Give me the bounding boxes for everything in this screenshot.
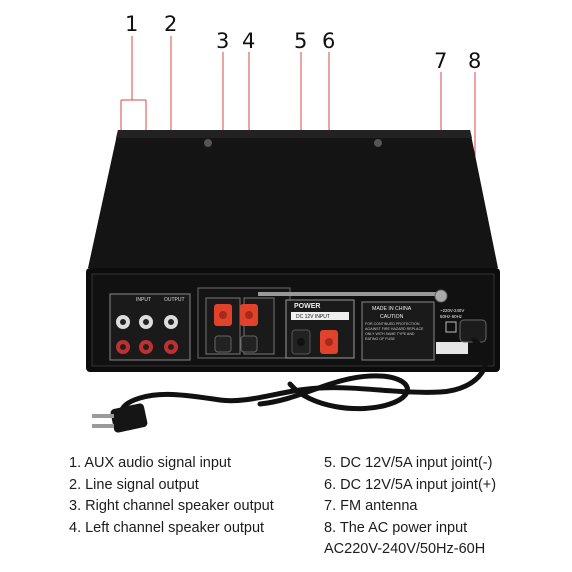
- legend-item: 3. Right channel speaker output: [69, 498, 274, 514]
- rca-jack-panel: INPUT OUTPUT: [109, 293, 191, 361]
- legend-right: 5. DC 12V/5A input joint(-) 6. DC 12V/5A…: [324, 453, 496, 561]
- callout-1: 1: [125, 12, 139, 36]
- legend-item: 2. Line signal output: [69, 476, 199, 493]
- legend-left: 1. AUX audio signal input 2. Line signal…: [69, 453, 274, 539]
- caution-line: AGAINST FIRE HAZARD REPLACE: [365, 327, 424, 331]
- voltage-label: 50Hz-60Hz: [440, 314, 462, 319]
- callout-4: 4: [242, 29, 256, 53]
- callout-7: 7: [434, 49, 448, 73]
- rca-jacks: [116, 315, 178, 354]
- legend-item: 5. DC 12V/5A input joint(-): [324, 455, 493, 471]
- speaker-terminals: [205, 297, 275, 355]
- callout-3: 3: [216, 29, 230, 53]
- callout-8: 8: [468, 49, 482, 73]
- caution-title: CAUTION: [380, 314, 404, 320]
- output-label: OUTPUT: [164, 297, 185, 303]
- legend-item: AC220V-240V/50Hz-60H: [324, 541, 486, 557]
- made-in-label: MADE IN CHINA: [372, 306, 412, 312]
- legend-item: 4. Left channel speaker output: [69, 519, 265, 536]
- antenna: [258, 292, 444, 296]
- legend-item: 1. AUX audio signal input: [69, 455, 232, 471]
- input-label: INPUT: [136, 297, 151, 303]
- caution-line: ONLY WITH SAME TYPE AND: [365, 332, 415, 336]
- chassis-top: [88, 130, 498, 268]
- power-cord: [118, 337, 489, 423]
- amplifier-photo: INPUT OUTPUT POWER: [86, 36, 500, 433]
- legend-item: 6. DC 12V/5A input joint(+): [324, 476, 497, 493]
- screw: [204, 139, 212, 147]
- dc-input-label: DC 12V INPUT: [296, 314, 330, 320]
- power-panel: POWER DC 12V INPUT: [285, 299, 355, 359]
- screw: [374, 139, 382, 147]
- caution-line: FOR CONTINUED PROTECTION: [365, 322, 420, 326]
- callout-5: 5: [294, 29, 308, 53]
- callout-6: 6: [322, 29, 336, 53]
- callout-2: 2: [164, 12, 178, 36]
- legend-item: 7. FM antenna: [324, 498, 418, 514]
- caution-label: MADE IN CHINA CAUTION FOR CONTINUED PROT…: [361, 301, 468, 361]
- voltage-label: ~220V-240V: [440, 308, 464, 313]
- legend-item: 8. The AC power input: [324, 519, 468, 536]
- plug: [110, 403, 148, 433]
- caution-line: RATING OF FUSE: [365, 337, 395, 341]
- power-label: POWER: [294, 303, 320, 310]
